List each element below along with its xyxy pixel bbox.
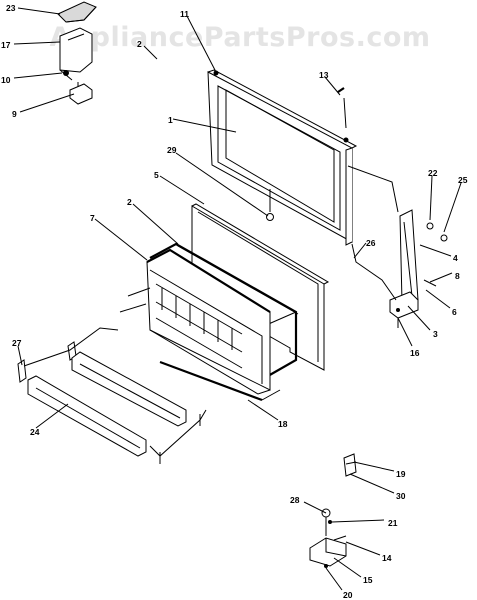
leader-c28 [303, 501, 327, 514]
leader-c26 [353, 242, 367, 259]
callout-c9: 9 [12, 109, 17, 119]
part-lower-hinge[interactable] [389, 209, 448, 328]
callout-c1: 1 [168, 115, 173, 125]
leader-c9 [19, 93, 75, 113]
leader-c17 [13, 41, 61, 45]
callout-c6: 6 [452, 307, 457, 317]
part-bottom-trim[interactable] [159, 360, 281, 402]
leader-c3 [407, 305, 431, 331]
callout-c24: 24 [30, 427, 40, 437]
leader-c22 [429, 175, 433, 221]
callout-c19: 19 [396, 469, 406, 479]
callout-c10: 10 [1, 75, 11, 85]
leader-wire-top [347, 165, 399, 213]
leader-wire-bottom [351, 243, 397, 301]
callout-c26: 26 [366, 238, 376, 248]
callout-c15: 15 [363, 575, 373, 585]
leader-c5 [159, 175, 205, 205]
leader-c11 [186, 15, 217, 73]
leader-c21 [331, 519, 385, 523]
leader-c6 [425, 289, 451, 309]
leader-c14 [345, 541, 381, 556]
callout-c14: 14 [382, 553, 392, 563]
callout-c27: 27 [12, 338, 22, 348]
callout-leader-lines [13, 7, 462, 591]
part-door-bin-upper[interactable] [71, 351, 187, 427]
leader-c7 [94, 218, 148, 261]
callout-c25: 25 [458, 175, 468, 185]
callout-c16: 16 [410, 348, 420, 358]
leader-c25 [443, 182, 462, 233]
watermark: AppliancePartsPros.com [49, 22, 431, 53]
leader-c29 [175, 152, 269, 217]
part-hinge-pin[interactable] [69, 82, 93, 105]
leader-c23 [17, 7, 61, 15]
callout-c8: 8 [455, 271, 460, 281]
leader-c1 [172, 118, 237, 133]
leader-c15 [333, 557, 362, 578]
part-bottom-hinge[interactable] [309, 508, 347, 568]
callout-c4: 4 [453, 253, 458, 263]
part-small-bracket[interactable] [343, 453, 357, 477]
callout-c21: 21 [388, 518, 398, 528]
callout-c7: 7 [90, 213, 95, 223]
leader-c13 [324, 76, 341, 96]
leader-c4 [419, 244, 452, 257]
callout-c18: 18 [278, 419, 288, 429]
callout-c28: 28 [290, 495, 300, 505]
leader-c30 [349, 473, 395, 494]
part-door-bin-lower[interactable] [27, 375, 147, 457]
callout-c23: 23 [6, 3, 16, 13]
leader-c19 [353, 461, 395, 472]
part-screw[interactable] [337, 87, 347, 129]
leader-c2b [132, 203, 179, 245]
leader-c24 [35, 403, 69, 429]
leader-c18 [247, 399, 279, 421]
part-inner-liner[interactable] [119, 248, 271, 395]
callout-c20: 20 [343, 590, 353, 600]
callout-c30: 30 [396, 491, 406, 501]
callout-c22: 22 [428, 168, 438, 178]
part-hinge-bracket[interactable] [59, 27, 93, 81]
callout-c13: 13 [319, 70, 329, 80]
callout-c3: 3 [433, 329, 438, 339]
part-hinge-cover[interactable] [57, 1, 97, 23]
leader-c16 [397, 317, 413, 347]
callout-c5: 5 [154, 170, 159, 180]
leader-c20 [325, 567, 343, 591]
leader-c10 [13, 72, 63, 79]
leader-c27 [17, 345, 23, 366]
leader-c8 [429, 272, 453, 283]
callout-c11: 11 [180, 9, 189, 19]
callout-c17: 17 [1, 40, 11, 50]
leader-bin-upper [23, 327, 119, 367]
callout-c29: 29 [167, 145, 177, 155]
leader-bin-right [149, 409, 207, 457]
part-door-frame[interactable] [207, 69, 358, 246]
leader-c2a [143, 45, 158, 60]
callout-c2b: 2 [127, 197, 132, 207]
callout-c2a: 2 [137, 39, 142, 49]
